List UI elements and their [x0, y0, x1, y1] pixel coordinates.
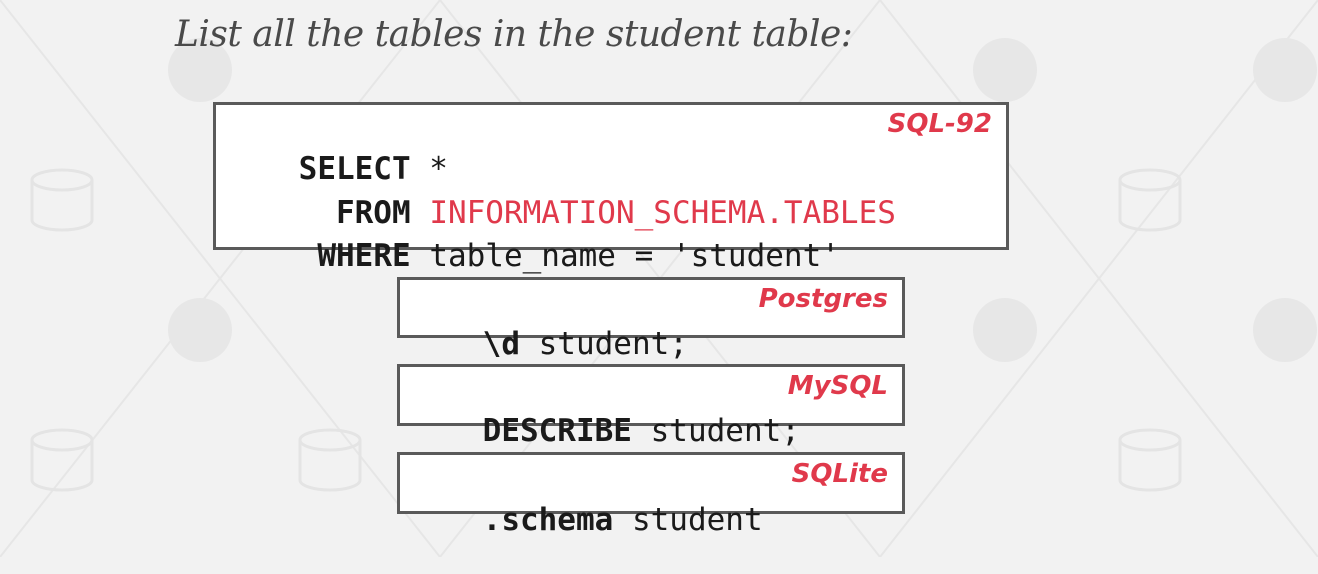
page-heading: List all the tables in the student table…	[175, 14, 853, 55]
sql92-code-box: SELECT * FROM INFORMATION_SCHEMA.TABLES …	[213, 102, 1009, 274]
postgres-dialect-label: Postgres	[758, 284, 888, 314]
where-condition: table_name = 'student'	[410, 238, 840, 274]
background-pattern	[0, 0, 1318, 557]
select-columns: *	[410, 151, 448, 187]
sql92-dialect-label: SQL-92	[887, 109, 992, 139]
information-schema-table: INFORMATION_SCHEMA.TABLES	[429, 195, 896, 231]
postgres-argument: student;	[519, 326, 688, 362]
sqlite-code-box: .schema student SQLite	[397, 452, 905, 538]
from-keyword: FROM	[335, 195, 411, 231]
postgres-command: \d	[482, 326, 520, 362]
sqlite-command: .schema	[482, 502, 614, 538]
sqlite-argument: student	[613, 502, 763, 538]
where-keyword: WHERE	[317, 238, 411, 274]
mysql-command: DESCRIBE	[482, 413, 632, 449]
postgres-code-box: \d student; Postgres	[397, 277, 905, 362]
select-keyword: SELECT	[298, 151, 411, 187]
sqlite-dialect-label: SQLite	[791, 459, 888, 489]
mysql-argument: student;	[631, 413, 800, 449]
mysql-dialect-label: MySQL	[787, 371, 888, 401]
mysql-code-box: DESCRIBE student; MySQL	[397, 364, 905, 449]
